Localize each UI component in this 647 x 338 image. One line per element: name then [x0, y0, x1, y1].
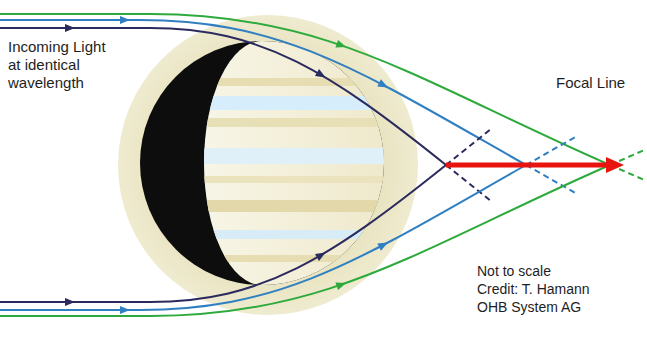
cloud-band [140, 118, 390, 127]
ray-continuation [446, 165, 491, 201]
scale-note: Not to scale [477, 262, 602, 280]
light-ray [0, 165, 610, 316]
cloud-band [140, 200, 390, 212]
ray-continuation [526, 165, 576, 194]
credit-note: Credit: T. Hamann OHB System AG [477, 280, 602, 316]
cloud-band [140, 96, 390, 110]
ray-arrowhead [335, 279, 347, 290]
focal-line-label: Focal Line [556, 74, 642, 92]
ray-arrowhead [315, 69, 328, 81]
light-rays [0, 14, 647, 316]
incoming-light-label: Incoming Light at identical wavelength [8, 38, 120, 92]
atmosphere-halo [118, 15, 418, 315]
light-ray [0, 165, 526, 310]
ray-arrowhead [315, 249, 328, 261]
ray-continuation [526, 136, 576, 165]
ray-arrowhead [120, 306, 130, 314]
light-ray [0, 14, 610, 165]
ray-arrowhead [120, 16, 130, 24]
focal-line-arrow [446, 157, 624, 173]
light-ray [0, 20, 526, 165]
ray-arrowhead [65, 24, 75, 32]
focal-line [446, 163, 610, 168]
cloud-band [140, 176, 390, 183]
cloud-band [140, 78, 390, 86]
ray-arrowhead [65, 298, 75, 306]
ray-continuation [446, 129, 491, 165]
light-ray [0, 165, 446, 302]
light-ray [0, 28, 446, 165]
ray-arrowhead [335, 40, 347, 51]
arrowhead [606, 157, 624, 173]
ray-arrowhead [377, 239, 390, 251]
ray-arrowhead [377, 79, 390, 91]
cloud-band [140, 148, 390, 164]
